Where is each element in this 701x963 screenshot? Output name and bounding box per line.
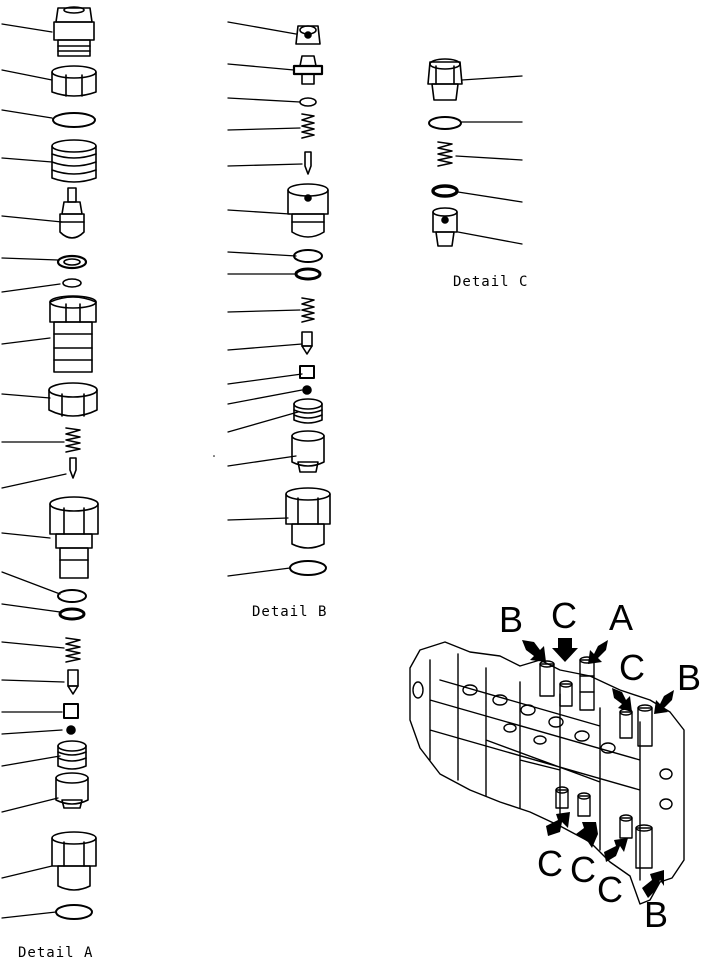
detail-c-caption: Detail C <box>453 274 529 290</box>
threaded-plug <box>293 398 323 424</box>
detail-b-leader-lines <box>227 21 303 577</box>
detail-b-caption: Detail B <box>252 604 328 620</box>
detail-b-assembly <box>227 21 331 577</box>
detail-a-assembly <box>1 6 99 920</box>
spring <box>437 141 453 167</box>
hex-nut <box>51 65 97 97</box>
o-ring <box>293 249 323 263</box>
arrow-icon <box>612 688 632 712</box>
lower-body-b <box>285 487 331 549</box>
detail-a-leader-lines <box>1 23 67 919</box>
main-sleeve <box>49 496 99 579</box>
threaded-sleeve <box>51 139 97 183</box>
view-label-a: A <box>609 597 634 638</box>
small-o-ring <box>299 97 317 107</box>
callout-arrows <box>522 638 674 898</box>
small-cap <box>295 25 321 45</box>
view-label-c: C <box>570 849 596 890</box>
stray-dot <box>213 455 215 457</box>
cap-c <box>427 58 463 101</box>
poppet <box>67 669 79 695</box>
backup-ring <box>294 267 322 281</box>
small-o-ring <box>62 278 82 288</box>
valve-ports <box>412 681 673 810</box>
lower-body <box>51 831 97 891</box>
piston <box>291 430 325 473</box>
detail-c-assembly <box>427 58 523 247</box>
valve-body-b <box>287 183 329 238</box>
plug-cap <box>53 6 95 57</box>
view-label-c: C <box>619 647 645 688</box>
control-valve-assembly <box>409 638 685 905</box>
seat <box>63 703 79 719</box>
poppet-c <box>432 207 458 247</box>
o-ring <box>289 560 327 576</box>
spring <box>301 113 315 139</box>
arrow-icon <box>522 640 546 662</box>
needle <box>304 151 312 175</box>
threaded-plug <box>57 740 87 770</box>
view-label-b: B <box>644 894 669 935</box>
steel-ball <box>302 385 312 395</box>
detail-a-caption: Detail A <box>18 945 94 961</box>
valve-section-lines <box>429 653 641 881</box>
arrow-icon <box>604 838 628 862</box>
detail-c-leader-lines <box>455 75 523 245</box>
adjuster-screw <box>292 55 324 85</box>
view-label-b: B <box>677 657 701 698</box>
steel-ball <box>66 725 76 735</box>
arrow-icon <box>642 870 664 898</box>
view-label-c: C <box>597 869 623 910</box>
spring <box>65 427 81 453</box>
backup-ring <box>58 607 86 621</box>
piston <box>55 772 89 809</box>
o-ring <box>55 904 93 920</box>
spring <box>65 637 81 663</box>
arrow-icon <box>576 822 598 848</box>
view-label-c: C <box>551 595 577 636</box>
needle <box>69 457 77 479</box>
poppet <box>301 331 313 355</box>
arrow-icon <box>588 640 608 664</box>
seat <box>299 365 315 379</box>
large-nut <box>48 382 98 417</box>
backup-ring <box>431 184 459 198</box>
o-ring <box>57 589 87 603</box>
arrow-icon <box>654 690 674 714</box>
valve-block-outline <box>409 641 685 905</box>
o-ring <box>52 112 96 128</box>
o-ring <box>428 116 462 130</box>
view-label-c: C <box>537 843 563 884</box>
arrow-icon <box>546 812 570 836</box>
mounted-cartridges <box>539 656 653 869</box>
pilot-poppet <box>59 187 85 239</box>
arrow-icon <box>552 638 578 662</box>
backup-ring <box>56 254 88 270</box>
spring <box>301 297 315 323</box>
view-label-b: B <box>499 599 524 640</box>
valve-body <box>49 295 97 373</box>
